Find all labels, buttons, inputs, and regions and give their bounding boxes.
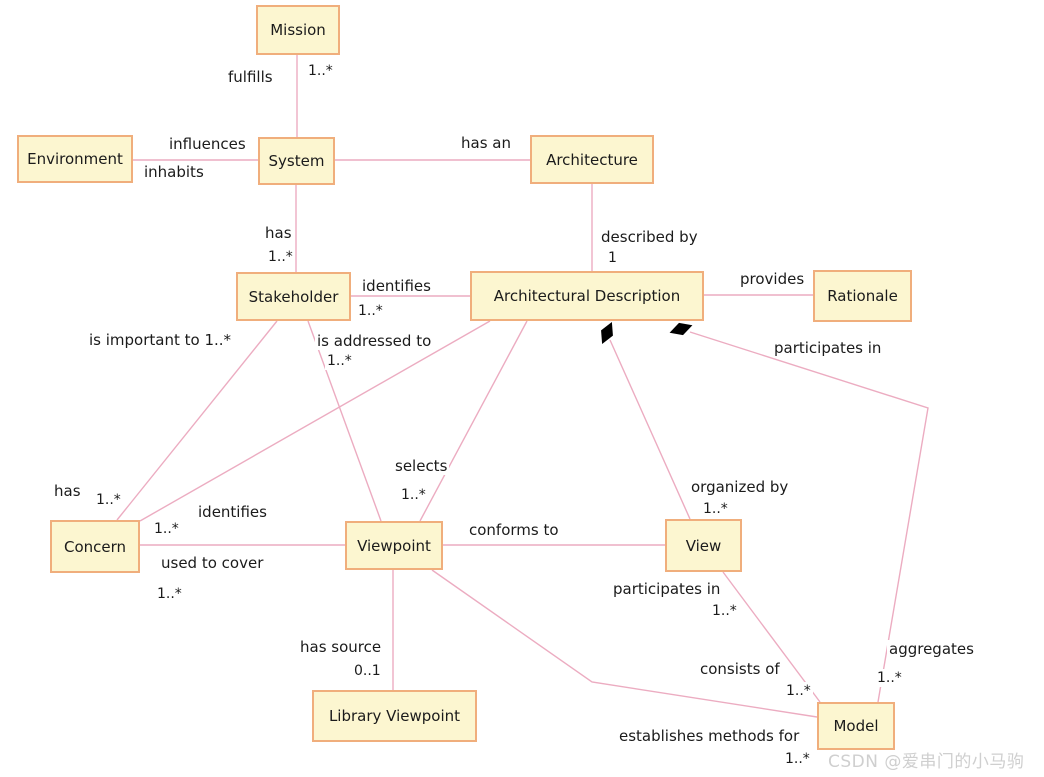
node-mission: Mission <box>256 5 340 55</box>
mult-participates-in-view: 1..* <box>710 602 739 620</box>
mult-has-stakeholder: 1..* <box>266 248 295 266</box>
node-model: Model <box>817 702 895 750</box>
edge-label-described-by: described by <box>599 228 700 246</box>
edge-label-consists-of: consists of <box>698 660 782 678</box>
edge-label-aggregates: aggregates <box>887 640 976 658</box>
mult-identifies-stakeholder: 1..* <box>356 302 385 320</box>
node-rationale: Rationale <box>813 270 912 322</box>
mult-has-concern: 1..* <box>94 491 123 509</box>
edge-label-has-source: has source <box>298 638 384 656</box>
node-view-label: View <box>685 536 722 555</box>
edge-viewpoint-model-establishes <box>431 569 818 718</box>
node-viewpoint: Viewpoint <box>345 521 443 570</box>
edge-view-model-consists <box>722 571 821 703</box>
mult-used-to-cover: 1..* <box>155 585 184 603</box>
edge-label-identifies-concern: identifies <box>196 503 269 521</box>
csdn-watermark: CSDN @爱串门的小马驹 <box>828 752 1025 772</box>
edge-stakeholder-viewpoint <box>307 320 382 522</box>
edge-label-participates-in-ad: participates in <box>772 339 884 357</box>
edge-description-model-aggregates <box>689 331 929 703</box>
edge-label-used-to-cover: used to cover <box>159 554 266 572</box>
edge-label-influences: influences <box>167 135 248 153</box>
node-rationale-label: Rationale <box>827 287 898 305</box>
edge-label-is-important-to: is important to 1..* <box>87 331 234 349</box>
mult-consists-of: 1..* <box>784 682 813 700</box>
edge-label-has-an: has an <box>459 134 513 152</box>
mult-is-addressed-to: 1..* <box>325 352 354 370</box>
node-view: View <box>665 519 742 572</box>
edge-label-conforms-to: conforms to <box>467 521 561 539</box>
node-concern: Concern <box>50 520 140 573</box>
edge-description-concern <box>139 320 491 522</box>
mult-selects: 1..* <box>399 486 428 504</box>
edge-label-inhabits: inhabits <box>142 163 206 181</box>
node-library-viewpoint-label: Library Viewpoint <box>328 707 461 725</box>
node-environment: Environment <box>17 135 133 183</box>
edge-label-establishes-methods: establishes methods for <box>617 727 802 745</box>
edge-label-participates-in-view: participates in <box>611 580 723 598</box>
node-mission-label: Mission <box>270 21 326 39</box>
edge-description-viewpoint-selects <box>419 320 528 522</box>
mult-aggregates: 1..* <box>875 669 904 687</box>
node-system: System <box>258 137 335 185</box>
edge-label-provides: provides <box>738 270 807 288</box>
node-concern-label: Concern <box>63 537 127 556</box>
edge-stakeholder-concern <box>116 320 278 521</box>
node-architectural-description-label: Architectural Description <box>493 287 681 305</box>
edge-description-view-organized <box>609 339 691 520</box>
node-library-viewpoint: Library Viewpoint <box>312 690 477 742</box>
mult-identifies-concern: 1..* <box>152 520 181 538</box>
mult-described-by: 1 <box>606 249 619 267</box>
node-stakeholder-label: Stakeholder <box>248 287 339 306</box>
mult-establishes-methods: 1..* <box>783 750 812 768</box>
edge-label-has-concern: has <box>52 482 83 500</box>
edge-label-identifies-stakeholder: identifies <box>360 277 433 295</box>
node-stakeholder: Stakeholder <box>236 272 351 321</box>
aggregation-diamond-view <box>601 322 613 344</box>
node-architecture: Architecture <box>530 135 654 184</box>
mult-organized-by: 1..* <box>701 500 730 518</box>
edge-label-has-stakeholder: has <box>263 224 294 242</box>
mult-has-source: 0..1 <box>352 662 383 680</box>
node-model-label: Model <box>833 717 879 735</box>
node-viewpoint-label: Viewpoint <box>357 536 431 555</box>
edge-label-fulfills: fulfills <box>226 68 275 86</box>
edge-label-selects: selects <box>393 457 450 475</box>
edge-label-organized-by: organized by <box>689 478 791 496</box>
node-system-label: System <box>268 152 325 170</box>
edge-label-is-addressed-to: is addressed to <box>315 332 434 350</box>
node-architectural-description: Architectural Description <box>470 271 704 321</box>
node-architecture-label: Architecture <box>546 150 638 169</box>
mult-fulfills: 1..* <box>306 62 335 80</box>
aggregation-diamond-model <box>669 322 693 336</box>
node-environment-label: Environment <box>27 150 123 168</box>
